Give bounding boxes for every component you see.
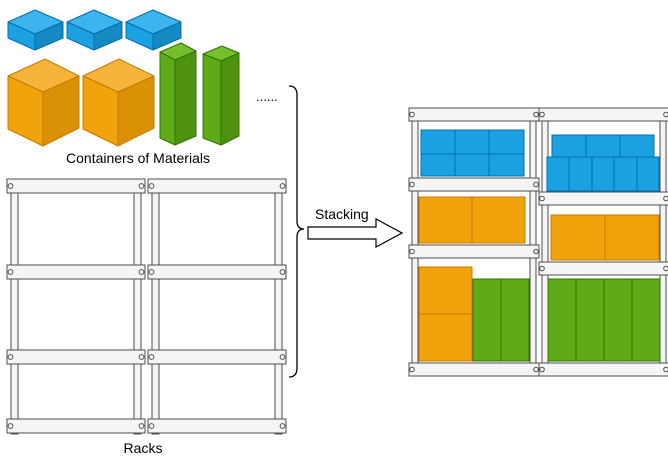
orange-container <box>82 58 155 147</box>
green-container <box>202 45 240 146</box>
racks-group: Racks <box>6 178 287 456</box>
blue-container <box>66 9 123 51</box>
stacked-orange-containers <box>418 266 473 362</box>
rack-unit <box>147 178 287 435</box>
stacked-orange-containers <box>550 214 660 261</box>
grouping-brace <box>288 85 305 378</box>
rack-unit <box>6 178 146 435</box>
stacked-blue-containers <box>546 134 660 192</box>
containers-caption: Containers of Materials <box>66 150 210 166</box>
stacking-label: Stacking <box>315 206 369 222</box>
stacked-blue-containers <box>420 129 525 177</box>
blue-container <box>7 9 64 51</box>
stacked-racks <box>408 107 668 377</box>
racks-caption: Racks <box>124 440 163 456</box>
ellipsis-label: ...... <box>256 89 278 104</box>
stacked-green-containers <box>547 278 661 362</box>
blue-container <box>125 9 182 51</box>
green-container <box>159 42 197 146</box>
containers-group: ...... Containers of Materials <box>7 9 278 166</box>
stacking-arrow <box>307 217 404 249</box>
orange-container <box>7 58 80 147</box>
stacked-orange-containers <box>418 196 526 244</box>
stacked-green-containers <box>472 278 530 362</box>
